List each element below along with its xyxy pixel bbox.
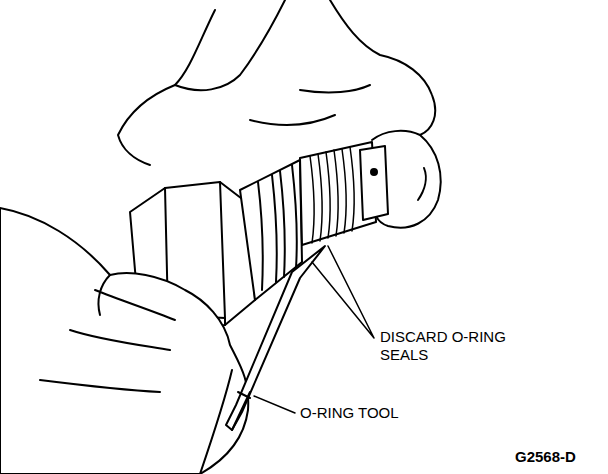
upper-hand-finger xyxy=(330,0,435,135)
leader-line xyxy=(312,246,374,338)
tube-end xyxy=(360,146,388,220)
lower-hand-finger xyxy=(40,275,175,392)
upper-hand-outline xyxy=(118,10,215,165)
tube-dot xyxy=(371,169,377,175)
upper-hand-crease xyxy=(250,85,370,125)
callout-label: O-RING TOOL xyxy=(300,404,399,422)
lower-hand-outline xyxy=(0,208,248,474)
upper-hand-knuckle xyxy=(175,0,285,90)
figure-code: G2568-D xyxy=(515,448,576,466)
o-ring-tool-handle xyxy=(232,392,250,430)
o-ring-tool xyxy=(226,246,325,430)
thread-lines xyxy=(310,147,354,243)
thumb-nail xyxy=(418,168,426,200)
o-ring-groove xyxy=(258,165,297,290)
callout-label: DISCARD O-RING SEALS xyxy=(380,328,530,364)
leader-line xyxy=(254,396,295,413)
